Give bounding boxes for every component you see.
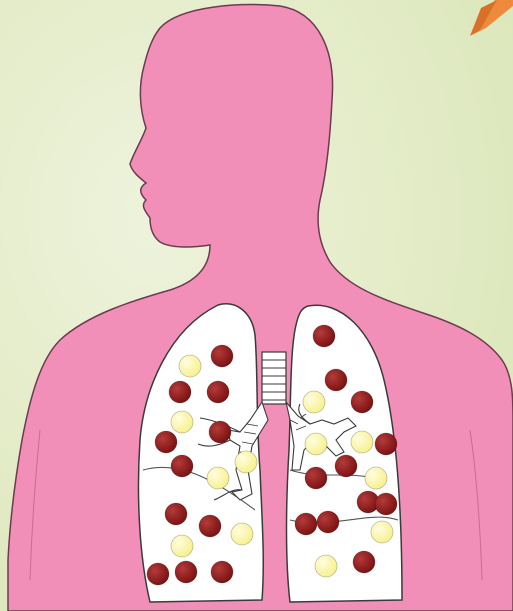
dark-nodule xyxy=(351,391,373,413)
dark-nodule xyxy=(317,511,339,533)
dark-nodule xyxy=(169,381,191,403)
dark-nodule xyxy=(313,325,335,347)
dark-nodule xyxy=(207,381,229,403)
yellow-nodule xyxy=(171,411,193,433)
dark-nodule xyxy=(295,513,317,535)
dark-nodule xyxy=(211,561,233,583)
yellow-nodule xyxy=(305,433,327,455)
yellow-nodule xyxy=(303,391,325,413)
dark-nodule xyxy=(171,455,193,477)
dark-nodule xyxy=(375,433,397,455)
dark-nodule xyxy=(209,421,231,443)
yellow-nodule xyxy=(179,355,201,377)
yellow-nodule xyxy=(235,451,257,473)
dark-nodule xyxy=(155,431,177,453)
dark-nodule xyxy=(375,493,397,515)
dark-nodule xyxy=(211,345,233,367)
yellow-nodule xyxy=(351,431,373,453)
dark-nodule xyxy=(147,563,169,585)
dark-nodule xyxy=(305,467,327,489)
dark-nodule xyxy=(175,561,197,583)
yellow-nodule xyxy=(315,555,337,577)
dark-nodule xyxy=(325,369,347,391)
dark-nodule xyxy=(353,551,375,573)
dark-nodule xyxy=(335,455,357,477)
yellow-nodule xyxy=(365,467,387,489)
yellow-nodule xyxy=(371,521,393,543)
dark-nodule xyxy=(165,503,187,525)
yellow-nodule xyxy=(207,467,229,489)
trachea xyxy=(262,352,286,404)
yellow-nodule xyxy=(231,523,253,545)
yellow-nodule xyxy=(171,535,193,557)
dark-nodule xyxy=(199,515,221,537)
